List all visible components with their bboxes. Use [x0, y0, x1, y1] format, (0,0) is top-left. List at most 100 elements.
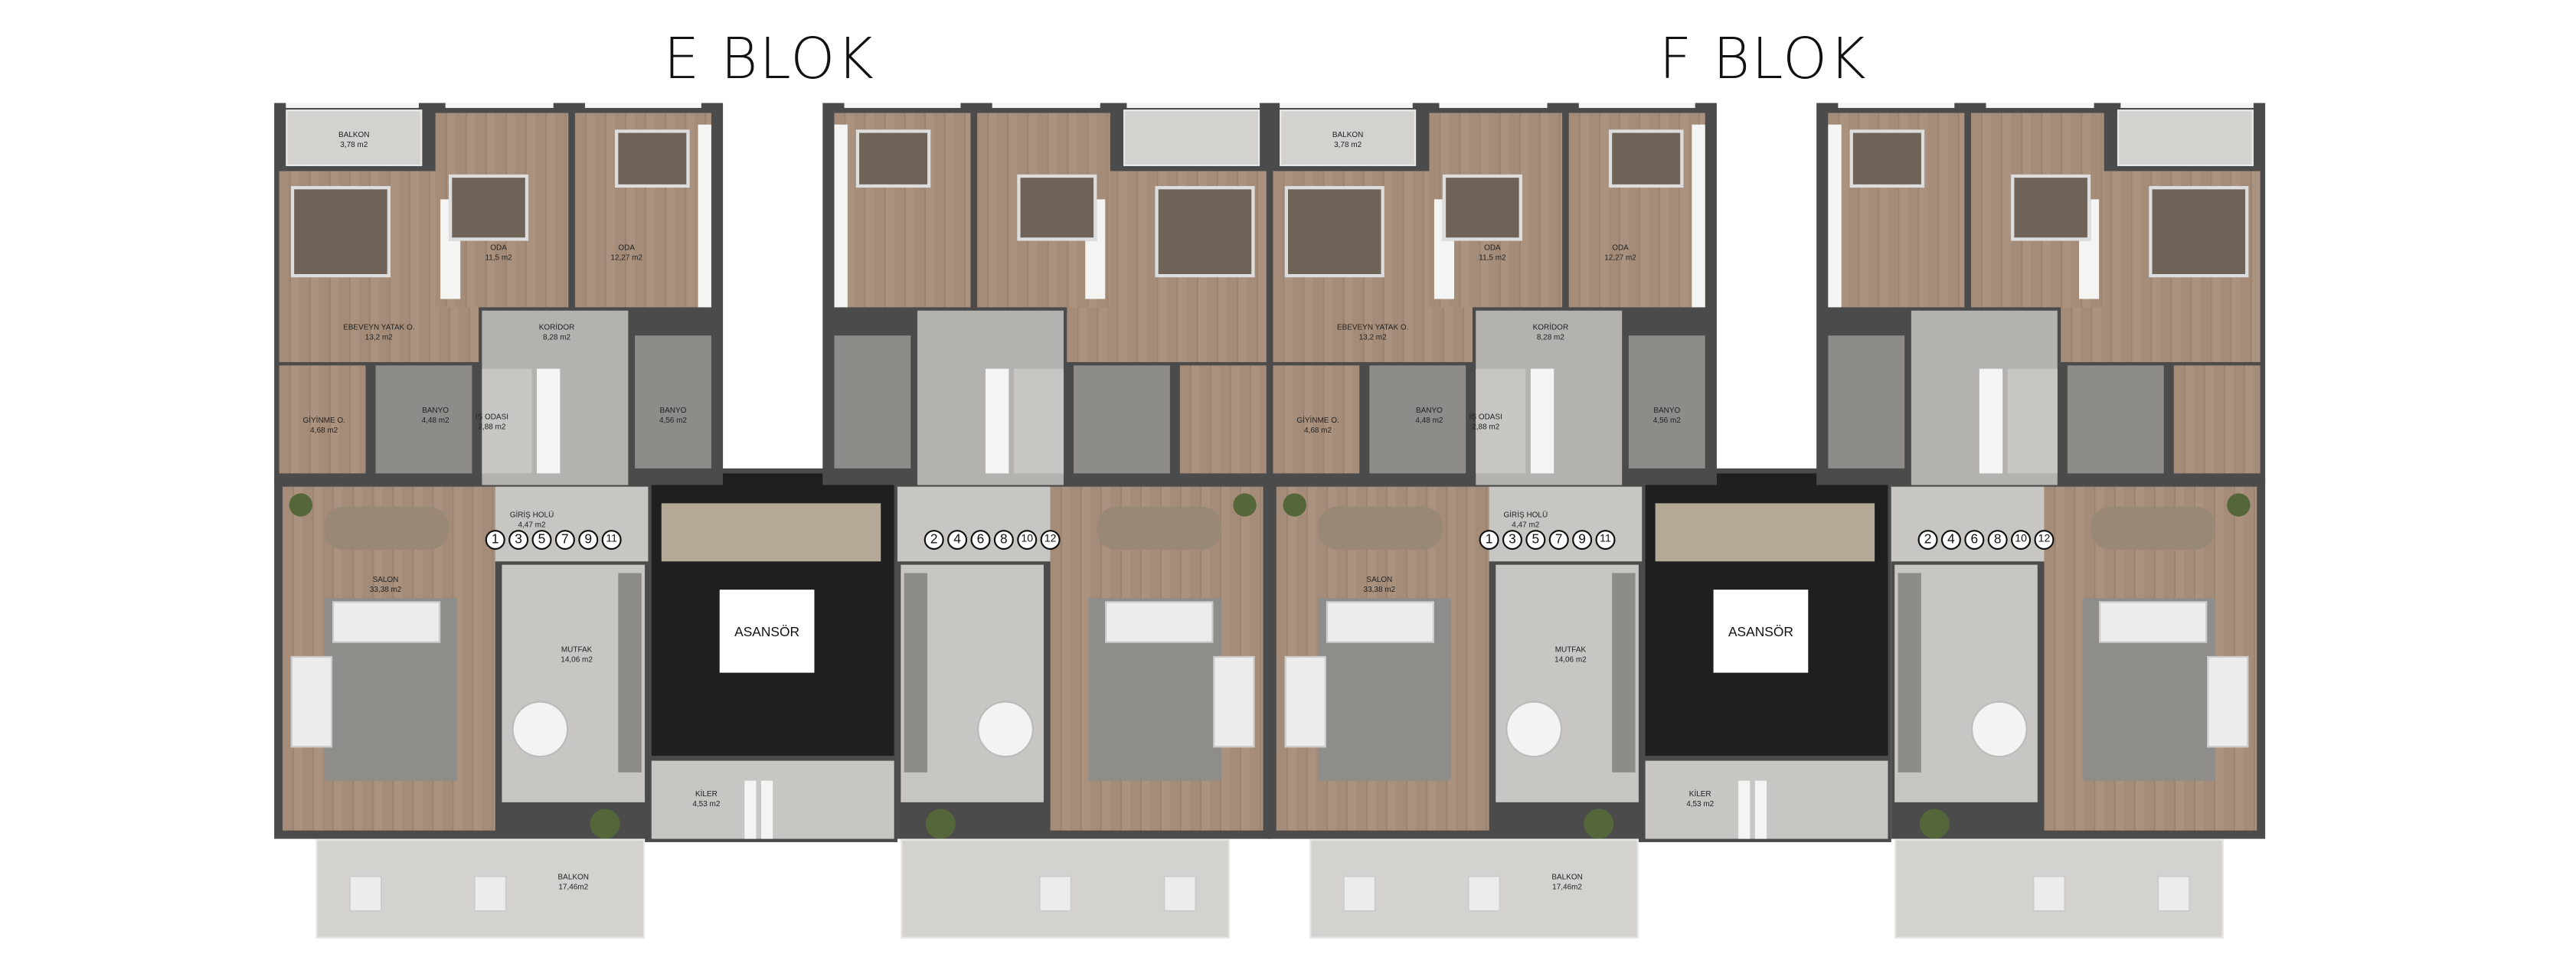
apartment-number-badge: 2 — [1917, 530, 1938, 550]
room-is-odasi — [482, 368, 532, 474]
room-area: 3,78 m2 — [1334, 139, 1362, 149]
dining-table — [1097, 506, 1222, 550]
apartment-number-badge: 12 — [2034, 530, 2055, 550]
sofa — [290, 655, 333, 748]
room-area: 13,2 m2 — [364, 332, 393, 341]
armchair — [2032, 875, 2066, 913]
room-balkon-small — [1123, 109, 1260, 166]
room-name: GİYİNME O. — [1296, 416, 1339, 425]
kitchen-counter — [1898, 573, 1921, 773]
bed — [2011, 174, 2091, 241]
window — [1578, 103, 1695, 109]
room-name: KORİDOR — [1532, 322, 1569, 332]
room-label-ebeveyn: EBEVEYN YATAK O.13,2 m2 — [343, 323, 414, 341]
room-name: KİLER — [695, 789, 718, 799]
landing — [1655, 503, 1875, 562]
bed — [2149, 185, 2249, 278]
closet — [1530, 368, 1554, 474]
room-banyo-2 — [834, 335, 911, 469]
room-area: 14,06 m2 — [1554, 654, 1587, 663]
room-area: 4,56 m2 — [1652, 415, 1681, 424]
apartment-number-badge: 3 — [1502, 530, 1522, 550]
room-name: EBEVEYN YATAK O. — [1336, 322, 1409, 332]
bed — [1608, 129, 1684, 188]
bed — [1017, 174, 1097, 241]
block-e — [0, 0, 2, 2]
room-name: BANYO — [1415, 406, 1443, 415]
room-name: KORİDOR — [538, 322, 575, 332]
sofa — [2207, 655, 2249, 748]
room-area: 2,88 m2 — [478, 422, 506, 430]
room-name: İŞ ODASI — [475, 412, 509, 421]
block-title: E BLOK — [663, 26, 876, 93]
plant — [289, 493, 313, 517]
room-area: 17,46m2 — [558, 882, 589, 890]
dining-table — [1318, 506, 1443, 550]
bed — [1155, 185, 1255, 278]
bed — [855, 129, 931, 188]
room-banyo-2 — [635, 335, 711, 469]
room-label-ebeveyn: EBEVEYN YATAK O.13,2 m2 — [1337, 323, 1408, 341]
apartment-number-badge: 4 — [947, 530, 968, 550]
closet — [985, 368, 1009, 474]
room-area: 13,2 m2 — [1358, 332, 1387, 341]
room-area: 4,53 m2 — [692, 799, 721, 808]
apartment-number-badge: 2 — [924, 530, 944, 550]
window — [1126, 103, 1260, 109]
room-area: 8,28 m2 — [1536, 332, 1564, 341]
apartment-number-badge: 8 — [993, 530, 1014, 550]
armchair — [1038, 875, 1072, 913]
round-table — [512, 701, 569, 758]
dining-table — [324, 506, 449, 550]
sofa — [1213, 655, 1255, 748]
sofa — [1326, 601, 1434, 643]
block-title: F BLOK — [1659, 26, 1868, 93]
room-giyinme — [1273, 365, 1360, 474]
room-giyinme — [1179, 365, 1267, 474]
bed — [290, 185, 391, 278]
wardrobe — [698, 124, 711, 308]
wardrobe — [1828, 124, 1842, 308]
room-area: 11,5 m2 — [1479, 252, 1506, 261]
room-name: ODA — [490, 243, 507, 252]
kitchen-counter — [904, 573, 928, 773]
room-name: BALKON — [557, 872, 589, 881]
apartment-number-badge: 1 — [485, 530, 505, 550]
bed — [615, 129, 690, 188]
room-is-odasi — [2007, 368, 2058, 474]
apartment-number-badge: 11 — [601, 530, 622, 550]
room-giyinme — [2173, 365, 2261, 474]
room-area: 4,56 m2 — [659, 415, 687, 424]
room-name: BALKON — [1551, 872, 1583, 881]
room-name: ODA — [1612, 243, 1629, 252]
bed — [1849, 129, 1925, 188]
apartment-number-badge: 5 — [1525, 530, 1546, 550]
armchair — [1342, 875, 1377, 913]
room-banyo-2 — [1828, 335, 1905, 469]
room-balkon-small — [286, 109, 423, 166]
plant — [1233, 493, 1257, 517]
room-name: ODA — [1484, 243, 1501, 252]
landing — [661, 503, 881, 562]
bed — [1284, 185, 1384, 278]
window — [584, 103, 701, 109]
apartment-number-badge: 1 — [1479, 530, 1499, 550]
round-table — [1970, 701, 2028, 758]
door — [1754, 780, 1767, 839]
apartment-number-badge: 7 — [1548, 530, 1569, 550]
round-table — [977, 701, 1034, 758]
block-f — [994, 0, 995, 2]
room-name: ODA — [618, 243, 636, 252]
window — [2120, 103, 2254, 109]
room-balkon-small — [1280, 109, 1417, 166]
window — [1439, 103, 1548, 109]
